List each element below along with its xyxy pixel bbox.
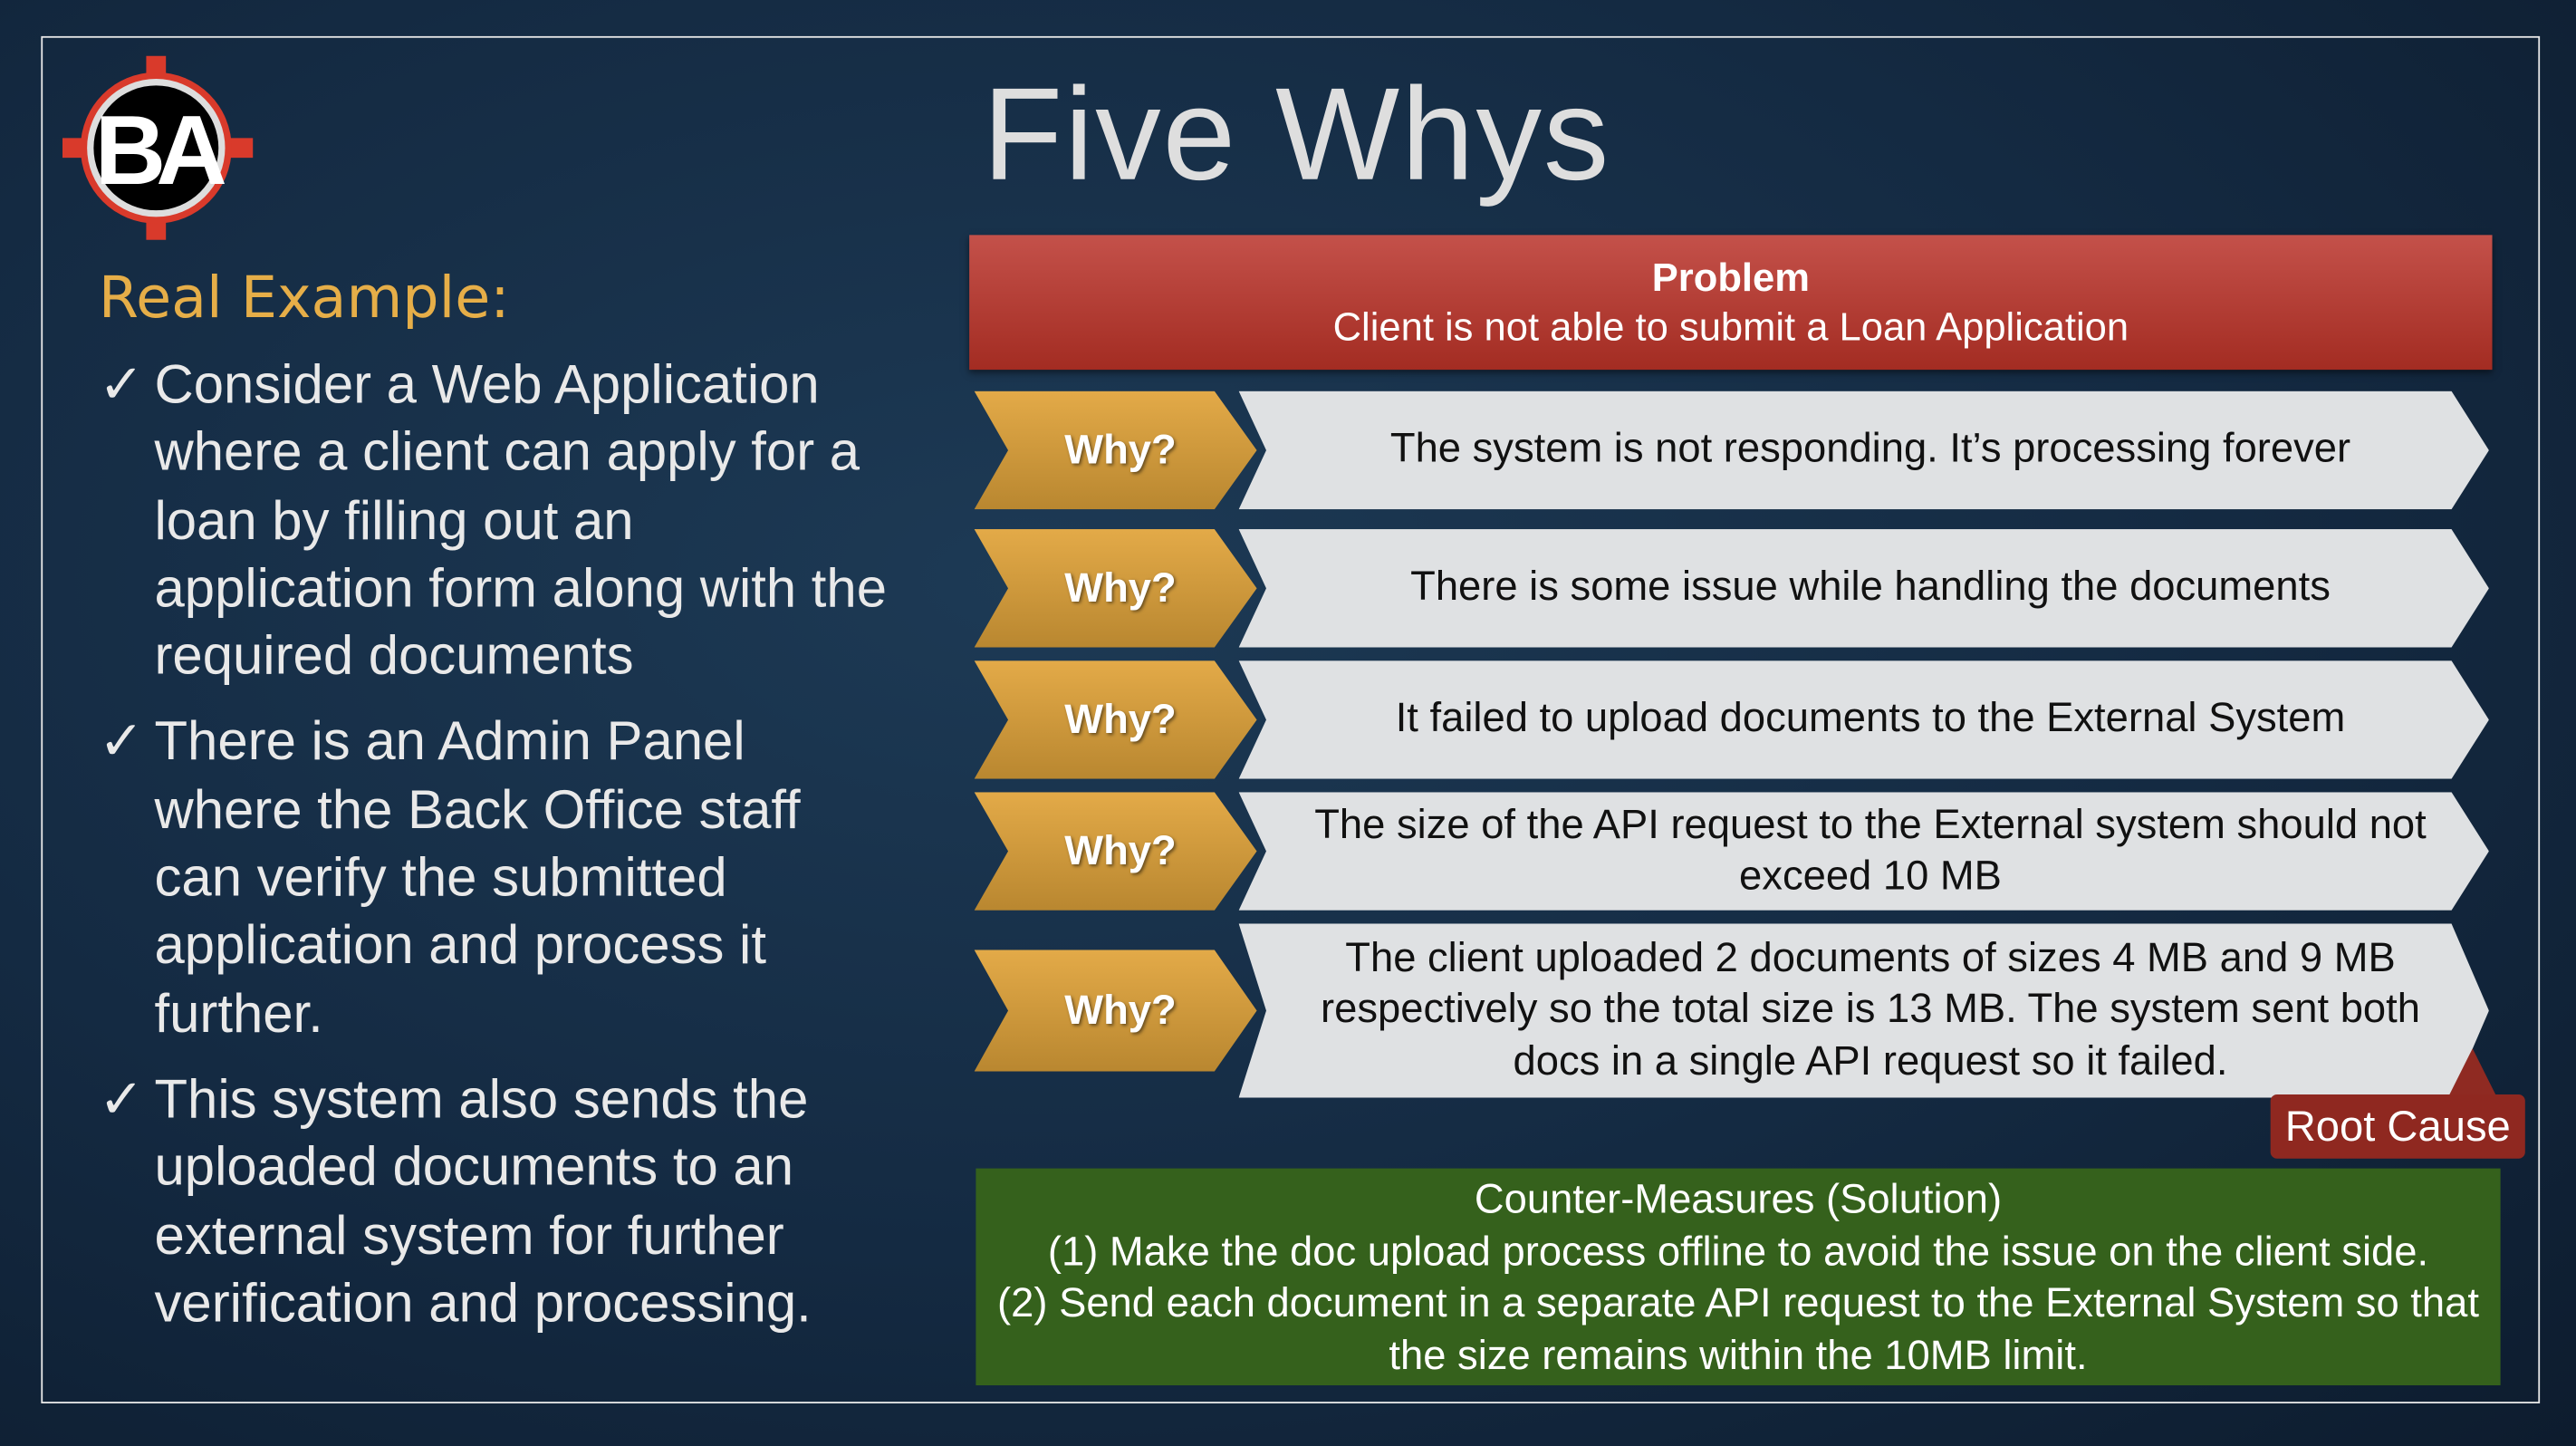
check-icon: ✓ — [98, 710, 144, 772]
bullet-item: ✓Consider a Web Application where a clie… — [99, 350, 888, 689]
why-answer-1: The system is not responding. It’s proce… — [1238, 390, 2489, 510]
why-answer-3: It failed to upload documents to the Ext… — [1238, 660, 2489, 779]
why-chevron-5: Why? — [974, 950, 1257, 1072]
why-chevron-4: Why? — [974, 792, 1257, 911]
countermeasure-item: (2) Send each document in a separate API… — [997, 1279, 2479, 1378]
why-answer-2: There is some issue while handling the d… — [1238, 529, 2489, 648]
countermeasures-title: Counter-Measures (Solution) — [1474, 1176, 2003, 1223]
page-title: Five Whys — [982, 61, 1611, 207]
problem-box: Problem Client is not able to submit a L… — [969, 235, 2493, 371]
countermeasures-box: Counter-Measures (Solution) (1) Make the… — [976, 1168, 2501, 1386]
slide-frame — [41, 35, 2541, 1403]
bullet-text: Consider a Web Application where a clien… — [154, 352, 888, 686]
why-answer-4: The size of the API request to the Exter… — [1238, 792, 2489, 911]
why-chevron-2: Why? — [974, 529, 1257, 648]
why-chevron-1: Why? — [974, 390, 1257, 510]
ba-logo: BA — [62, 55, 254, 240]
countermeasure-item: (1) Make the doc upload process offline … — [1047, 1228, 2429, 1275]
why-answer-5: The client uploaded 2 documents of sizes… — [1238, 923, 2489, 1098]
bullet-list: ✓Consider a Web Application where a clie… — [99, 350, 888, 1354]
bullet-item: ✓There is an Admin Panel where the Back … — [99, 708, 888, 1047]
check-icon: ✓ — [98, 1067, 144, 1130]
logo-text: BA — [95, 95, 226, 206]
section-heading: Real Example: — [98, 265, 510, 333]
bullet-text: There is an Admin Panel where the Back O… — [154, 710, 801, 1044]
problem-label: Problem — [1651, 255, 1810, 301]
check-icon: ✓ — [98, 352, 144, 415]
problem-text: Client is not able to submit a Loan Appl… — [1332, 305, 2129, 351]
bullet-text: This system also sends the uploaded docu… — [154, 1067, 812, 1333]
why-chevron-3: Why? — [974, 660, 1257, 779]
bullet-item: ✓This system also sends the uploaded doc… — [99, 1065, 888, 1336]
root-cause-badge: Root Cause — [2270, 1094, 2525, 1159]
